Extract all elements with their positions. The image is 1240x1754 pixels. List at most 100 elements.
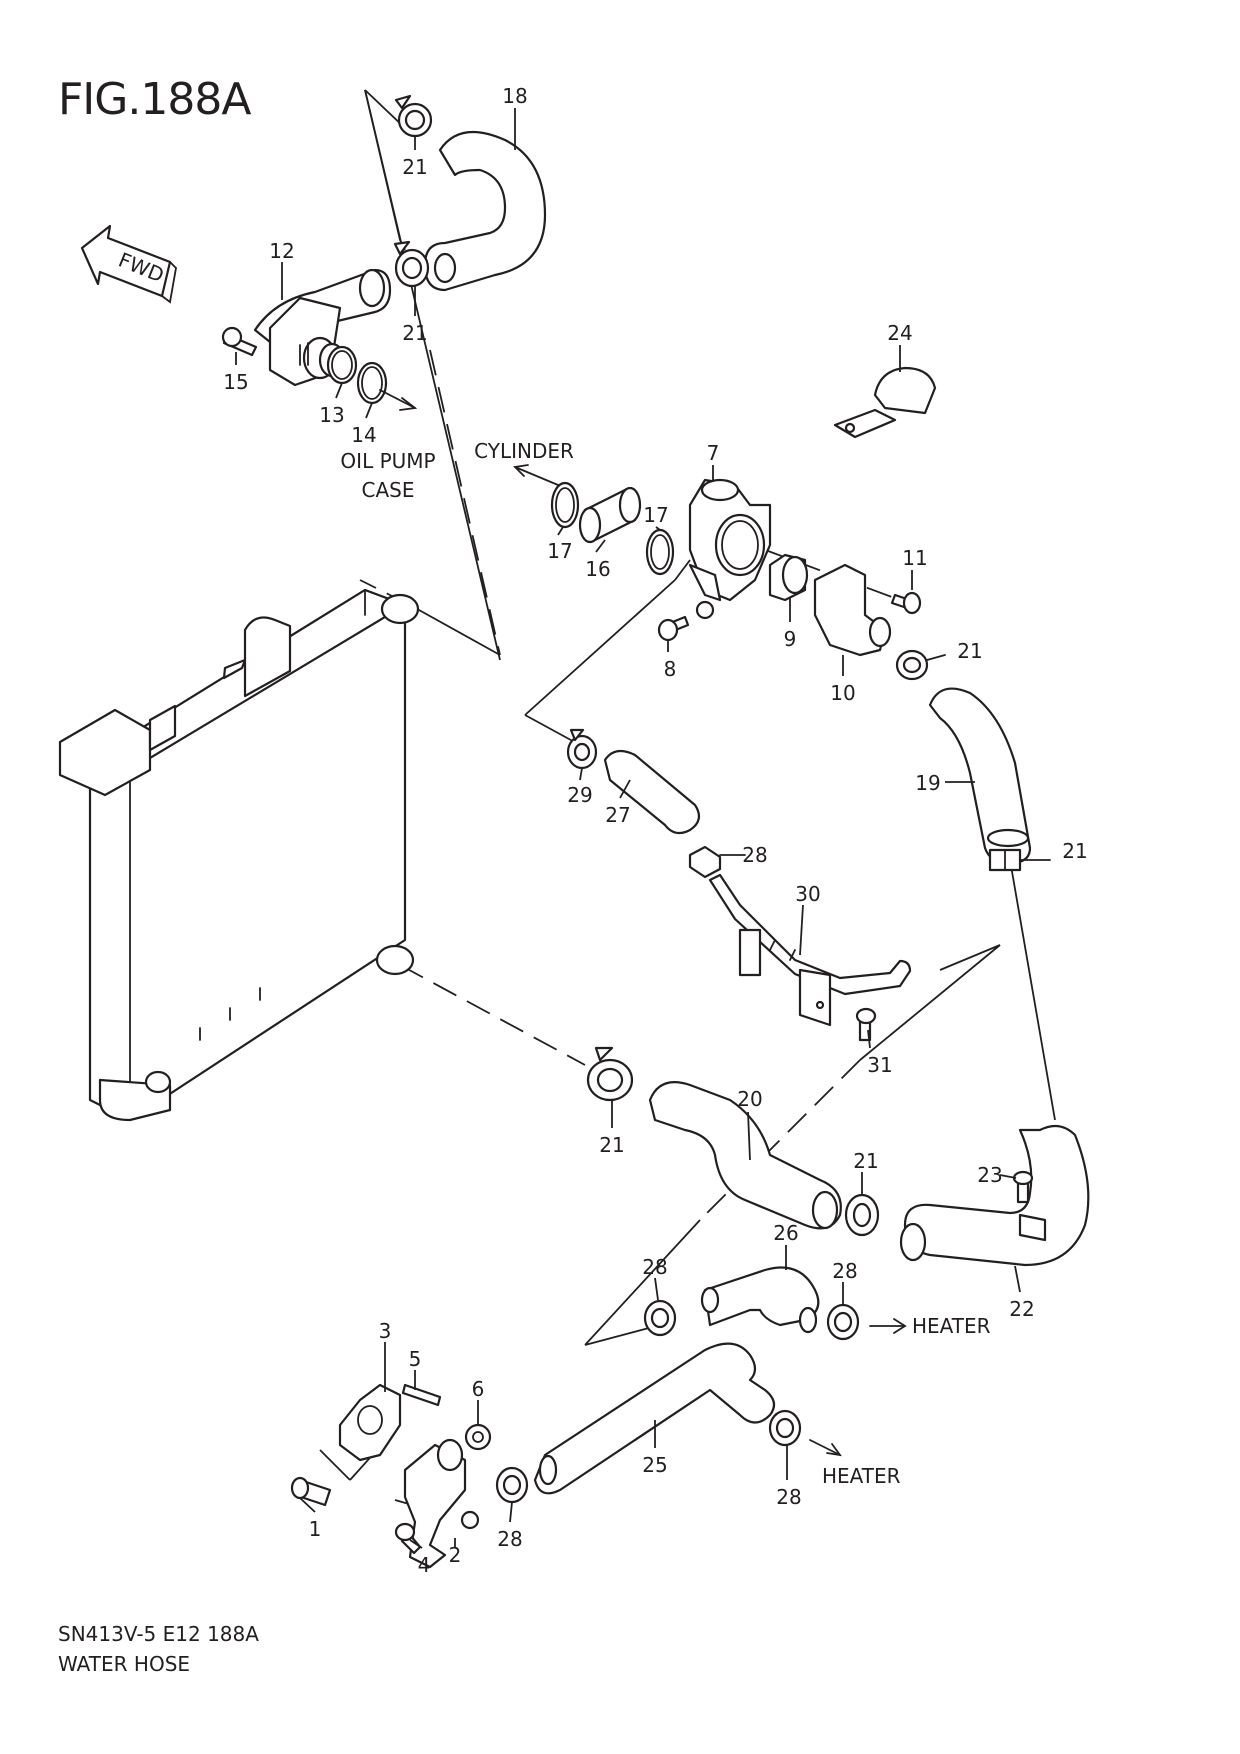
hose-20 bbox=[648, 1081, 842, 1230]
nut-6 bbox=[464, 1423, 492, 1451]
callout-11: 11 bbox=[902, 546, 927, 570]
callout-28: 28 bbox=[642, 1255, 667, 1279]
stud-5 bbox=[401, 1383, 442, 1407]
thermostat-9 bbox=[768, 553, 809, 602]
note-cylinder: CYLINDER bbox=[474, 439, 574, 463]
callout-28: 28 bbox=[742, 843, 767, 867]
callout-8: 8 bbox=[664, 657, 677, 681]
hose-clamp-28-25-left bbox=[495, 1466, 529, 1504]
water-outlet-2 bbox=[403, 1438, 480, 1569]
callout-28: 28 bbox=[776, 1485, 801, 1509]
callout-17: 17 bbox=[643, 503, 668, 527]
hose-27 bbox=[603, 749, 701, 835]
hose-clamp-21-top bbox=[394, 94, 433, 138]
callout-29: 29 bbox=[567, 783, 592, 807]
note-heater: HEATER bbox=[912, 1314, 991, 1338]
bolt-11 bbox=[890, 591, 922, 615]
callout-3: 3 bbox=[379, 1319, 392, 1343]
hose-25 bbox=[533, 1342, 776, 1495]
fwd-arrow-icon: FWD bbox=[80, 224, 177, 304]
hose-clamp-21-upper bbox=[393, 240, 430, 288]
note-heater: HEATER bbox=[822, 1464, 901, 1488]
bolt-31 bbox=[855, 1007, 877, 1042]
callout-28: 28 bbox=[497, 1527, 522, 1551]
callout-12: 12 bbox=[269, 239, 294, 263]
hose-19-end bbox=[986, 828, 1030, 848]
hose-26 bbox=[703, 1266, 820, 1327]
figure-name: WATER HOSE bbox=[58, 1652, 191, 1676]
thermostat-housing-7 bbox=[688, 478, 772, 620]
callout-31: 31 bbox=[867, 1053, 892, 1077]
callout-6: 6 bbox=[472, 1377, 485, 1401]
heater-arrow-upper bbox=[869, 1318, 907, 1334]
note-oil-pump: OIL PUMP bbox=[340, 449, 435, 473]
thermostat-cap-10 bbox=[813, 563, 892, 657]
callout-26: 26 bbox=[773, 1221, 798, 1245]
o-ring-14 bbox=[356, 361, 388, 405]
hose-clamp-21-lower-right bbox=[844, 1193, 880, 1237]
hose-clamp-28-pipe bbox=[688, 845, 746, 879]
callout-30: 30 bbox=[795, 882, 820, 906]
o-ring-17-right bbox=[645, 528, 675, 576]
callout-21: 21 bbox=[1062, 839, 1087, 863]
hose-clamp-21-mid bbox=[988, 848, 1051, 872]
callout-28: 28 bbox=[832, 1259, 857, 1283]
hose-clamp-28-25-right bbox=[768, 1409, 802, 1447]
sensor-1 bbox=[290, 1476, 332, 1507]
o-ring-13 bbox=[326, 345, 358, 385]
callout-17: 17 bbox=[547, 539, 572, 563]
hose-22 bbox=[903, 1124, 1090, 1267]
callout-24: 24 bbox=[887, 321, 912, 345]
hose-clamp-28-26-right bbox=[826, 1303, 860, 1341]
callout-10: 10 bbox=[830, 681, 855, 705]
callout-27: 27 bbox=[605, 803, 630, 827]
hose-22-end bbox=[899, 1222, 927, 1262]
hose-clamp-29 bbox=[566, 728, 598, 770]
radiator bbox=[58, 588, 420, 1122]
callout-labels: 18 21 21 12 15 13 14 OIL PUMP CASE 24 CY… bbox=[223, 84, 1087, 1577]
callout-21: 21 bbox=[402, 155, 427, 179]
callout-18: 18 bbox=[502, 84, 527, 108]
callout-21: 21 bbox=[957, 639, 982, 663]
callout-4: 4 bbox=[418, 1553, 431, 1577]
callout-21: 21 bbox=[402, 321, 427, 345]
bolt-8 bbox=[657, 615, 690, 642]
hose-20-end bbox=[811, 1190, 839, 1230]
bolt-15 bbox=[221, 326, 258, 357]
hose-18-end bbox=[433, 252, 457, 284]
hose-bracket-24 bbox=[833, 366, 937, 439]
callout-7: 7 bbox=[707, 441, 720, 465]
gasket-3 bbox=[338, 1383, 402, 1462]
water-inlet-pipe-12 bbox=[253, 268, 392, 387]
hose-clamp-28-26-left bbox=[643, 1299, 677, 1337]
figure-title: FIG.188A bbox=[58, 74, 251, 125]
callout-20: 20 bbox=[737, 1087, 762, 1111]
callout-22: 22 bbox=[1009, 1297, 1034, 1321]
leader-lines bbox=[235, 108, 1021, 1549]
callout-5: 5 bbox=[409, 1347, 422, 1371]
pipe-16 bbox=[578, 486, 642, 544]
bolt-23 bbox=[1012, 1170, 1034, 1204]
note-case: CASE bbox=[362, 478, 415, 502]
callout-13: 13 bbox=[319, 403, 344, 427]
callout-1: 1 bbox=[309, 1517, 322, 1541]
o-ring-17-left bbox=[550, 481, 580, 529]
bolt-4 bbox=[394, 1522, 422, 1555]
water-pipe-30 bbox=[708, 873, 912, 1027]
oil-pump-arrow bbox=[379, 389, 418, 411]
callout-9: 9 bbox=[784, 627, 797, 651]
callout-25: 25 bbox=[642, 1453, 667, 1477]
hose-clamp-21-lower-left bbox=[586, 1046, 634, 1102]
heater-arrow-lower bbox=[809, 1439, 842, 1457]
callout-15: 15 bbox=[223, 370, 248, 394]
callout-21: 21 bbox=[853, 1149, 878, 1173]
hose-clamp-21-right bbox=[895, 649, 946, 681]
callout-16: 16 bbox=[585, 557, 610, 581]
callout-14: 14 bbox=[351, 423, 376, 447]
callout-19: 19 bbox=[915, 771, 940, 795]
callout-21: 21 bbox=[599, 1133, 624, 1157]
callout-2: 2 bbox=[449, 1543, 462, 1567]
bracket-22 bbox=[1018, 1213, 1047, 1242]
callout-23: 23 bbox=[977, 1163, 1002, 1187]
